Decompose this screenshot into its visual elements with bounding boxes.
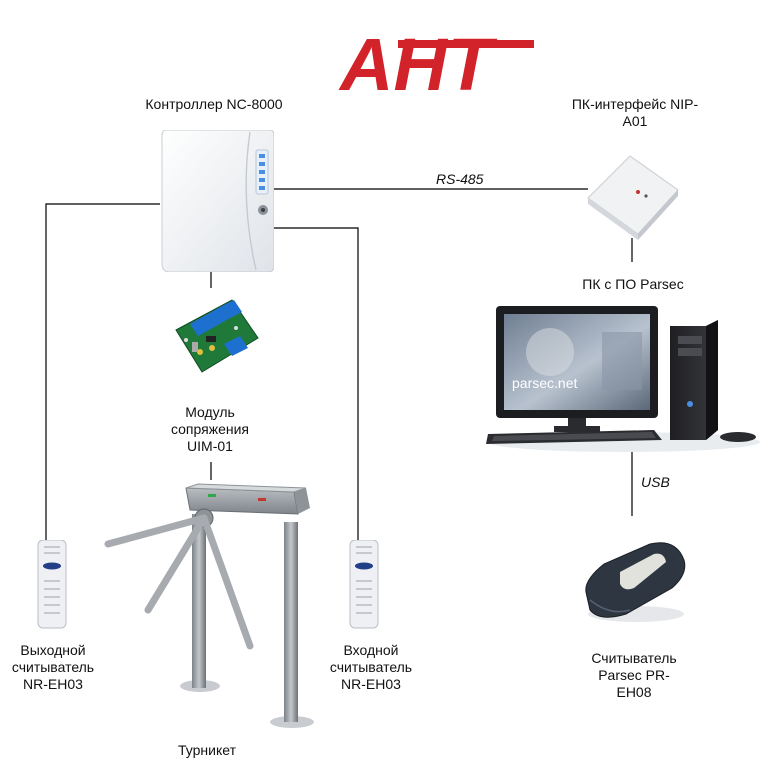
screen-brand: parsec.net bbox=[512, 375, 577, 391]
turnstile-label: Турникет bbox=[178, 742, 236, 758]
line-controller-exit-reader bbox=[45, 203, 160, 540]
exit-reader-label-line3: NR-EH03 bbox=[23, 676, 83, 692]
entry-reader-label-line2: считыватель bbox=[329, 659, 413, 675]
pc-interface-label-line1: ПК-интерфейс NIP- bbox=[571, 96, 699, 112]
pc-interface-label-line2: A01 bbox=[622, 113, 648, 129]
desk-reader-label-line2: Parsec PR- bbox=[598, 667, 670, 683]
exit-reader-label-line2: считыватель bbox=[11, 659, 95, 675]
exit-reader-device bbox=[36, 540, 68, 630]
entry-reader-label-line1: Входной bbox=[343, 642, 399, 658]
rs485-label: RS-485 bbox=[436, 171, 484, 187]
exit-reader-label-line1: Выходной bbox=[20, 642, 86, 658]
logo-text: АНТ bbox=[338, 23, 498, 94]
entry-reader-label-line3: NR-EH03 bbox=[341, 676, 401, 692]
pc-label: ПК с ПО Parsec bbox=[582, 276, 684, 292]
desk-reader-label-line3: EH08 bbox=[616, 684, 652, 700]
module-label-line3: UIM-01 bbox=[187, 438, 233, 454]
entry-reader-device bbox=[348, 540, 380, 630]
pc-interface-device bbox=[584, 152, 682, 242]
brand-logo: АНТ bbox=[338, 18, 534, 94]
exit-reader-label: Выходной считыватель NR-EH03 bbox=[0, 642, 106, 693]
controller-device bbox=[160, 130, 274, 272]
module-label-line1: Модуль bbox=[185, 404, 235, 420]
controller-label: Контроллер NC-8000 bbox=[145, 96, 283, 112]
desk-reader-label-line1: Считыватель bbox=[591, 650, 677, 666]
module-label: Модуль сопряжения UIM-01 bbox=[150, 404, 270, 455]
usb-label: USB bbox=[641, 474, 670, 490]
module-label-line2: сопряжения bbox=[170, 421, 250, 437]
pc-interface-label: ПК-интерфейс NIP- A01 bbox=[552, 96, 718, 130]
pc-workstation: parsec.net bbox=[484, 296, 760, 454]
line-controller-entry-reader bbox=[272, 227, 359, 540]
entry-reader-label: Входной считыватель NR-EH03 bbox=[316, 642, 426, 693]
brand-logo-mark: АНТ bbox=[338, 23, 534, 94]
interface-module-board bbox=[170, 290, 260, 382]
desk-reader-label: Считыватель Parsec PR- EH08 bbox=[566, 650, 702, 701]
turnstile-device bbox=[100, 478, 340, 732]
desk-reader-device bbox=[580, 540, 690, 624]
